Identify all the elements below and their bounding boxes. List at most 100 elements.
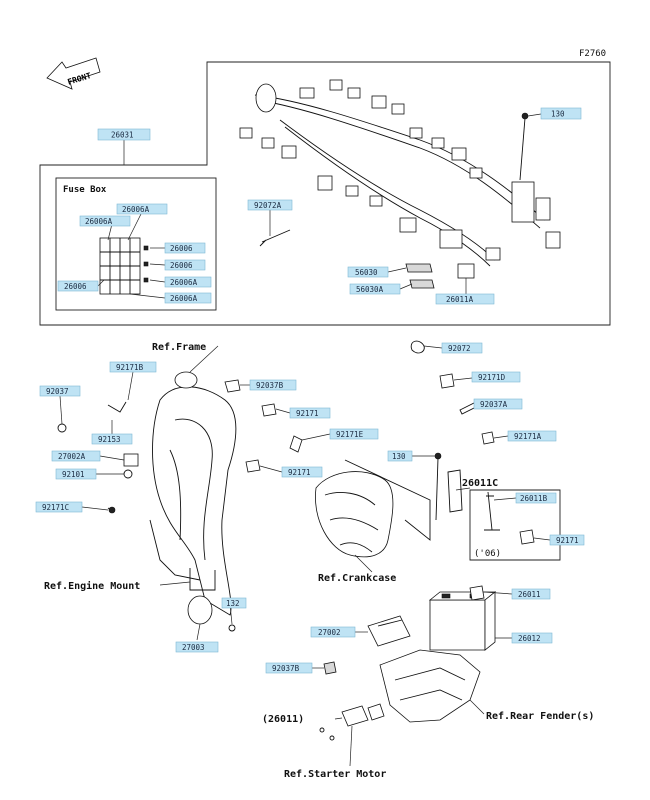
svg-text:26006: 26006 <box>170 261 193 270</box>
battery-drawing <box>428 585 497 651</box>
harness-outline <box>39 61 611 326</box>
part-label[interactable]: 92171E <box>329 428 379 440</box>
grommet-56030-drawing <box>405 263 433 273</box>
part-label[interactable]: 92072A <box>247 199 293 211</box>
part-label[interactable]: 92037B <box>265 662 313 674</box>
part-label[interactable]: 56030A <box>349 283 401 295</box>
svg-text:26006: 26006 <box>64 282 87 291</box>
wiring-harness-drawing <box>239 79 561 279</box>
svg-text:92037A: 92037A <box>480 400 508 409</box>
svg-text:56030: 56030 <box>355 268 378 277</box>
part-label[interactable]: 26006A <box>116 203 168 215</box>
svg-text:92171C: 92171C <box>42 503 69 512</box>
svg-text:92171D: 92171D <box>478 373 506 382</box>
ecu-drawing <box>367 615 411 647</box>
part-label[interactable]: 56030 <box>347 266 389 278</box>
crankcase-drawing <box>315 459 431 558</box>
grommet-56030a-drawing <box>409 279 435 289</box>
part-label[interactable]: 92171 <box>281 466 323 478</box>
part-label[interactable]: 26006A <box>79 215 131 227</box>
svg-text:92171A: 92171A <box>514 432 542 441</box>
part-label[interactable]: 92037B <box>249 379 297 391</box>
svg-text:56030A: 56030A <box>356 285 384 294</box>
part-label[interactable]: 26012 <box>511 632 553 644</box>
svg-text:26011A: 26011A <box>446 295 474 304</box>
svg-text:92171B: 92171B <box>116 363 144 372</box>
part-label[interactable]: 26031 <box>97 128 151 141</box>
part-label[interactable]: 92171 <box>289 407 331 419</box>
part-label[interactable]: 26011A <box>435 293 495 305</box>
fuse-box-title: Fuse Box <box>63 185 107 195</box>
ref-engine-mount: Ref.Engine Mount <box>44 580 140 592</box>
svg-text:92171: 92171 <box>296 409 319 418</box>
part-label[interactable]: 92171B <box>109 361 157 373</box>
part-label[interactable]: 92153 <box>91 433 133 445</box>
svg-text:92072: 92072 <box>448 344 471 353</box>
part-label[interactable]: 132 <box>221 597 247 609</box>
svg-text:130: 130 <box>551 110 565 119</box>
part-label[interactable]: 92037 <box>39 385 81 397</box>
part-label[interactable]: 92101 <box>55 468 97 480</box>
part-label[interactable]: 130 <box>387 450 413 462</box>
svg-text:132: 132 <box>226 599 240 608</box>
svg-text:26031: 26031 <box>111 131 134 140</box>
ref-frame: Ref.Frame <box>152 342 206 353</box>
svg-text:92101: 92101 <box>62 470 85 479</box>
svg-text:27003: 27003 <box>182 643 205 652</box>
clamp-92072a-drawing <box>259 229 291 247</box>
svg-text:26012: 26012 <box>518 634 541 643</box>
front-arrow-icon: FRONT <box>46 57 101 90</box>
part-label[interactable]: 27002A <box>51 450 101 462</box>
part-label[interactable]: 92171D <box>471 371 521 383</box>
part-label[interactable]: 92171C <box>35 501 83 513</box>
model-note: ('06) <box>474 549 501 559</box>
ref-rear-fender: Ref.Rear Fender(s) <box>486 711 594 722</box>
svg-text:27002A: 27002A <box>58 452 86 461</box>
part-label[interactable]: 92171A <box>507 430 557 442</box>
callout-26011c: 26011C <box>462 478 498 489</box>
part-label[interactable]: 27003 <box>175 641 219 653</box>
svg-text:26006: 26006 <box>170 244 193 253</box>
svg-text:26006A: 26006A <box>170 278 198 287</box>
svg-text:130: 130 <box>392 452 406 461</box>
svg-text:26006A: 26006A <box>170 294 198 303</box>
part-label[interactable]: 26011B <box>515 492 557 504</box>
sensor-drawings <box>224 379 303 473</box>
svg-text:27002: 27002 <box>318 628 341 637</box>
part-label[interactable]: 26006 <box>57 280 99 292</box>
rear-fender-drawing <box>379 649 481 723</box>
svg-text:92037: 92037 <box>46 387 69 396</box>
svg-text:92072A: 92072A <box>254 201 282 210</box>
part-label[interactable]: 26011 <box>511 588 551 600</box>
part-label[interactable]: 130 <box>540 107 582 120</box>
part-label[interactable]: 92072 <box>441 342 483 354</box>
part-label[interactable]: 92037A <box>473 398 523 410</box>
svg-text:92037B: 92037B <box>272 664 300 673</box>
part-label[interactable]: 26006A <box>164 292 212 304</box>
part-label[interactable]: 92171 <box>549 534 585 546</box>
svg-text:92037B: 92037B <box>256 381 284 390</box>
right-parts-drawing <box>410 340 535 545</box>
svg-text:26011: 26011 <box>518 590 541 599</box>
figure-code: F2760 <box>579 49 606 59</box>
ref-starter-motor: Ref.Starter Motor <box>284 769 386 780</box>
svg-text:26006A: 26006A <box>122 205 150 214</box>
svg-text:92171: 92171 <box>556 536 579 545</box>
part-label[interactable]: 26006 <box>164 242 206 254</box>
svg-text:26011B: 26011B <box>520 494 548 503</box>
grommet-92037b-drawing <box>323 661 337 675</box>
part-labels: 26031 130 26006A 26006A 26006 26006 2600… <box>35 107 585 674</box>
fuse-box-frame <box>55 177 217 311</box>
part-label[interactable]: 27002 <box>310 626 356 638</box>
part-label[interactable]: 26006A <box>164 276 212 288</box>
frame-drawing <box>57 371 237 632</box>
fuse-box-drawing <box>99 237 149 295</box>
starter-relay-drawing <box>319 703 385 741</box>
callout-26011-paren: (26011) <box>262 714 304 725</box>
ref-crankcase: Ref.Crankcase <box>318 573 396 584</box>
part-label[interactable]: 26006 <box>164 259 206 271</box>
svg-text:92171: 92171 <box>288 468 311 477</box>
svg-text:92153: 92153 <box>98 435 121 444</box>
model-bracket <box>469 489 561 561</box>
